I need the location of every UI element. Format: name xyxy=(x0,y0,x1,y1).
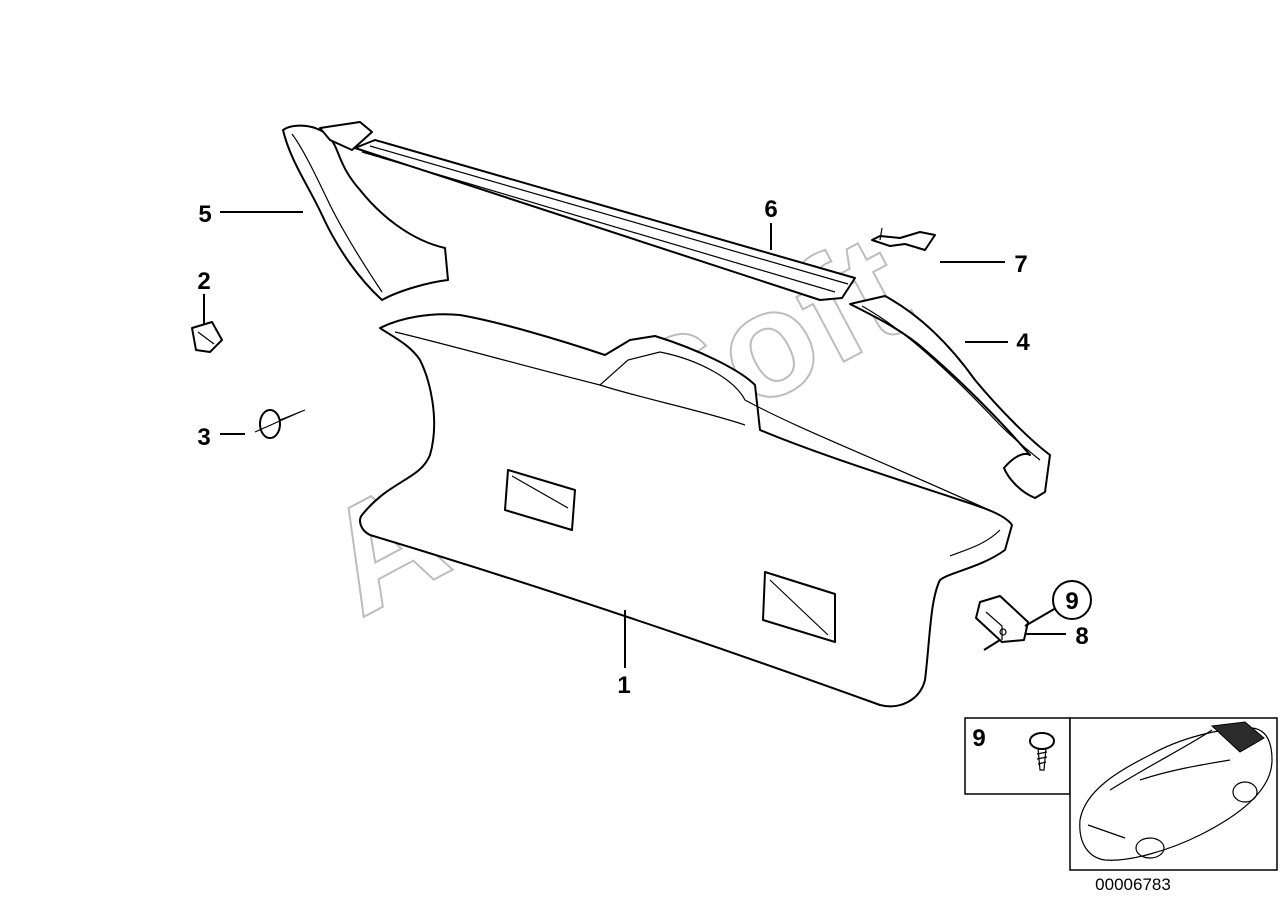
callout-6: 6 xyxy=(764,196,777,223)
callout-5: 5 xyxy=(198,201,211,228)
part-2-clip[interactable] xyxy=(191,321,223,353)
callout-1: 1 xyxy=(617,672,630,699)
callout-8: 8 xyxy=(1075,623,1088,650)
part-5-left-trim[interactable] xyxy=(282,121,449,301)
callout-9-circle xyxy=(1052,580,1092,620)
part-6-top-rail[interactable] xyxy=(354,139,856,301)
callout-9: 9 xyxy=(1065,588,1078,615)
leader-9 xyxy=(1024,607,1057,627)
callout-2: 2 xyxy=(197,268,210,295)
car-thumbnail-icon xyxy=(1079,721,1273,861)
inset-screw-label: 9 xyxy=(972,725,985,752)
part-1-trunk-lining[interactable] xyxy=(359,313,1013,708)
part-3-rivet[interactable] xyxy=(254,409,306,439)
part-4-right-trim[interactable] xyxy=(849,295,1051,499)
callout-7: 7 xyxy=(1014,251,1027,278)
reference-number: 00006783 xyxy=(1095,875,1171,894)
part-8-bracket[interactable] xyxy=(975,595,1029,643)
part-7-clip[interactable] xyxy=(871,227,936,251)
leader-8-tail xyxy=(983,639,1001,651)
screw-icon xyxy=(1029,732,1055,771)
callout-3: 3 xyxy=(197,424,210,451)
callout-4: 4 xyxy=(1016,329,1030,356)
